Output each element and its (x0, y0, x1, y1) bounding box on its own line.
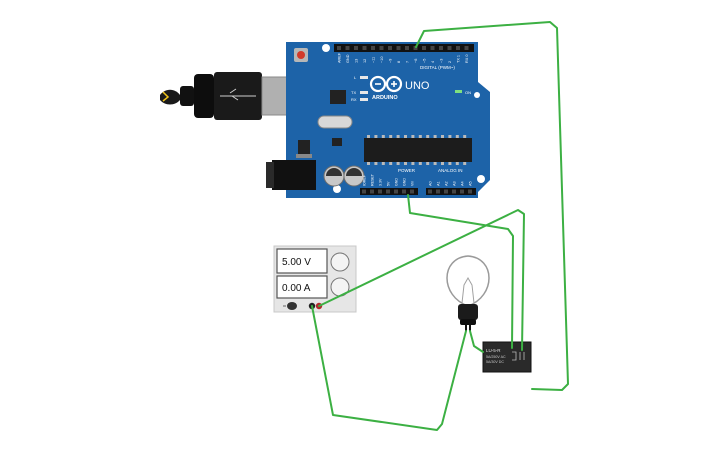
digital-pin-0[interactable] (337, 46, 341, 50)
digital-pin-label: ~6 (414, 59, 418, 63)
power-pin-3[interactable] (386, 189, 390, 194)
analog-pin-label: A0 (429, 181, 433, 186)
wire-5v-to-relay[interactable] (407, 194, 514, 349)
power-label: POWER (398, 168, 416, 173)
usb-chip (330, 90, 346, 104)
digital-pin-label: 13 (355, 59, 359, 63)
analog-pin-2[interactable] (444, 189, 448, 194)
digital-pin-1[interactable] (345, 46, 350, 50)
usb-cable[interactable] (160, 72, 291, 120)
analog-header[interactable] (426, 188, 476, 195)
analog-label: ANALOG IN (438, 168, 463, 173)
digital-pin-15[interactable] (464, 46, 469, 50)
dc-power-supply[interactable]: 5.00 V 0.00 A (273, 245, 357, 313)
analog-pin-0[interactable] (428, 189, 432, 194)
power-jack (272, 160, 316, 190)
digital-pin-label: 12 (363, 59, 367, 63)
digital-pin-4[interactable] (371, 46, 375, 50)
analog-pin-label: A4 (461, 181, 465, 186)
digital-pin-5[interactable] (379, 46, 384, 50)
wire-supply-to-bulb[interactable] (311, 305, 467, 431)
digital-label: DIGITAL (PWM~) (420, 65, 455, 70)
power-pin-label: GND (395, 178, 399, 186)
digital-pin-label: ~5 (423, 59, 427, 63)
wire-bulb-to-relay[interactable] (469, 330, 484, 353)
status-leds: L TX RX ON (351, 75, 471, 102)
led-label-l: L (354, 75, 357, 80)
analog-pin-1[interactable] (436, 189, 440, 194)
digital-pin-label: 4 (431, 61, 435, 63)
power-pin-label: RESET (371, 173, 375, 186)
relay-spec-1: 5A/250V AC (486, 355, 506, 359)
light-bulb[interactable] (446, 255, 490, 331)
wires (311, 21, 569, 431)
digital-pin-3[interactable] (362, 46, 367, 50)
digital-pin-7[interactable] (396, 46, 401, 50)
power-pin-0[interactable] (362, 189, 366, 194)
led-label-tx: TX (351, 90, 356, 95)
digital-pin-10[interactable] (422, 46, 426, 50)
analog-pin-label: A5 (469, 181, 473, 186)
digital-pin-12[interactable] (439, 46, 443, 50)
digital-pin-2[interactable] (354, 46, 358, 50)
digital-pin-label: TX 1 (457, 55, 461, 63)
power-pin-6[interactable] (410, 189, 414, 194)
arduino-model: UNO (405, 80, 430, 92)
power-pin-4[interactable] (394, 189, 398, 194)
digital-pin-label: 7 (406, 61, 410, 63)
digital-pin-label: 2 (448, 61, 452, 63)
arduino-uno-board[interactable]: L TX RX ON ARDUINO UNO AREF GND 13 12 ~11 ~10… (266, 42, 490, 198)
digital-pin-label: ~9 (389, 59, 393, 63)
voltage-display (276, 248, 328, 274)
power-pin-label: 5V (387, 181, 391, 186)
analog-pin-label: A2 (445, 181, 449, 186)
power-pin-label: GND (403, 178, 407, 186)
analog-pin-3[interactable] (452, 189, 456, 194)
relay-spec-2: 5A/30V DC (486, 360, 504, 364)
digital-pin-label: RX 0 (465, 55, 469, 63)
digital-pin-11[interactable] (430, 46, 435, 50)
digital-pin-label: 8 (397, 61, 401, 63)
power-pin-label: Vin (411, 181, 415, 186)
power-pin-5[interactable] (402, 189, 406, 194)
digital-pin-9[interactable] (413, 46, 418, 50)
current-readout: 0.00 A (282, 283, 311, 294)
mounting-hole (322, 44, 330, 52)
digital-pin-label: ~11 (372, 57, 376, 63)
led-label-rx: RX (351, 97, 357, 102)
power-pin-2[interactable] (378, 189, 382, 194)
atmega-chip (364, 135, 472, 165)
digital-pin-label: ~10 (380, 57, 384, 63)
digital-header[interactable] (334, 44, 474, 52)
digital-pin-14[interactable] (456, 46, 460, 50)
analog-pin-label: A1 (437, 181, 441, 186)
digital-pin-13[interactable] (447, 46, 452, 50)
on-label: ON (465, 90, 471, 95)
power-pin-1[interactable] (370, 189, 374, 194)
analog-pin-4[interactable] (460, 189, 464, 194)
power-pin-label: IOREF (363, 174, 367, 186)
digital-pin-label: GND (346, 54, 350, 63)
digital-pin-label: AREF (338, 52, 342, 63)
power-pin-label: 3.3V (379, 178, 383, 186)
power-switch[interactable] (287, 302, 297, 310)
analog-pin-5[interactable] (468, 189, 472, 194)
voltage-readout: 5.00 V (282, 257, 311, 268)
voltage-knob[interactable] (330, 252, 350, 272)
digital-pin-label: ~3 (440, 59, 444, 63)
relay-model: LU-5-R (486, 348, 501, 353)
arduino-brand: ARDUINO (372, 95, 398, 101)
current-display (276, 275, 328, 299)
digital-pin-6[interactable] (388, 46, 392, 50)
arduino-logo-icon (369, 75, 403, 93)
wire-supply-to-relay[interactable] (318, 209, 525, 351)
digital-pin-8[interactable] (405, 46, 409, 50)
relay[interactable]: LU-5-R 5A/250V AC 5A/30V DC (482, 341, 532, 373)
wire-digital-to-relay[interactable] (415, 21, 569, 391)
analog-pin-label: A3 (453, 181, 457, 186)
